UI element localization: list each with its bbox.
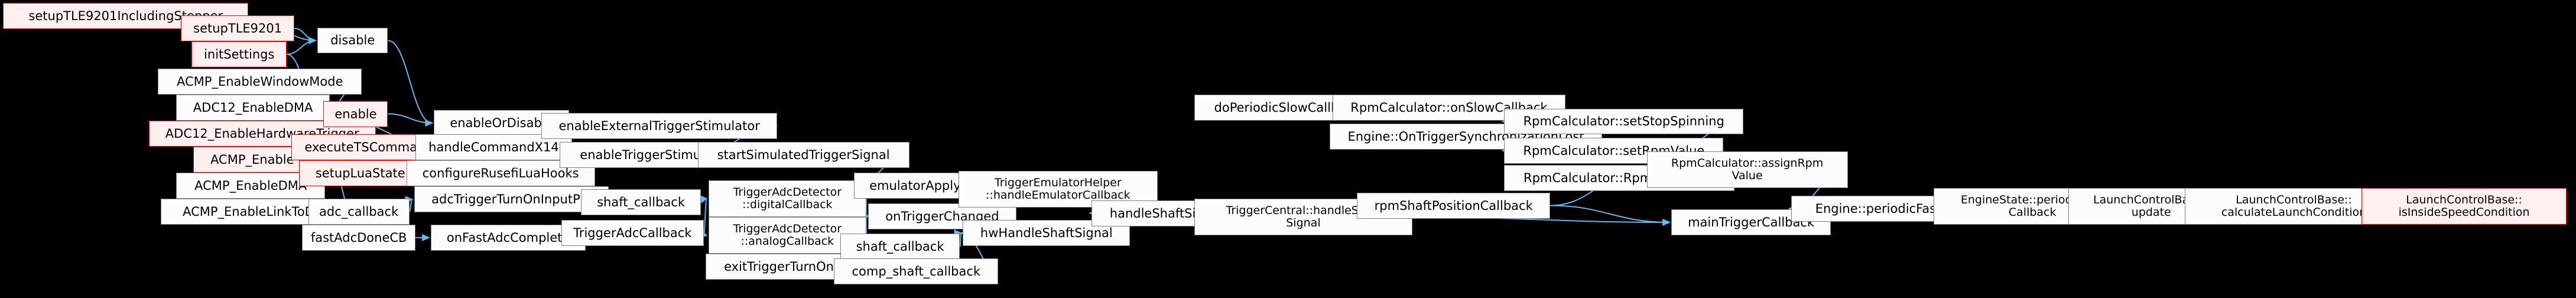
graph-node-label: hwHandleShaftSignal bbox=[980, 226, 1113, 241]
graph-node-acmp-enablewindowmode[interactable]: ACMP_EnableWindowMode bbox=[158, 69, 362, 95]
graph-node-hwhandleshaftsignal[interactable]: hwHandleShaftSignal bbox=[963, 220, 1131, 247]
graph-node-label: setupLuaState bbox=[315, 166, 405, 181]
graph-node-disable[interactable]: disable bbox=[317, 27, 388, 54]
graph-edge-n12-to-n16 bbox=[388, 113, 434, 127]
graph-node-label: ACMP_EnableLinkToDAC bbox=[183, 204, 332, 219]
graph-node-label: adcTriggerTurnOnInputPin bbox=[431, 192, 592, 207]
graph-node-startsimulatedtriggersignal[interactable]: startSimulatedTriggerSignal bbox=[697, 142, 909, 169]
graph-node-label: startSimulatedTriggerSignal bbox=[717, 148, 890, 163]
graph-node-setuptle9201[interactable]: setupTLE9201 bbox=[181, 15, 295, 41]
graph-node-label: setupTLE9201 bbox=[193, 21, 282, 35]
graph-edge-n3-to-n16 bbox=[388, 40, 434, 127]
graph-node-label: initSettings bbox=[204, 47, 275, 61]
graph-node-label: configureRusefiLuaHooks bbox=[422, 166, 579, 181]
graph-node-label: handleCommandX14 bbox=[428, 140, 559, 155]
graph-edge-n10-to-n19 bbox=[405, 196, 414, 212]
graph-edge-n2-to-n3 bbox=[287, 37, 317, 55]
graph-node-adc12-enabledma[interactable]: ADC12_EnableDMA bbox=[176, 95, 330, 121]
graph-node-label: fastAdcDoneCB bbox=[310, 230, 407, 245]
graph-node-label: comp_shaft_callback bbox=[852, 264, 981, 278]
graph-node-label: doPeriodicSlowCallback bbox=[1214, 101, 1360, 115]
graph-node-label: RpmCalculator::onSlowCallback bbox=[1350, 101, 1548, 115]
graph-node-enable[interactable]: enable bbox=[323, 101, 388, 127]
graph-node-rpmcalculator-setstopspinning[interactable]: RpmCalculator::setStopSpinning bbox=[1504, 108, 1744, 135]
graph-edge-n30-to-n33 bbox=[954, 229, 963, 248]
graph-node-label: rpmShaftPositionCallback bbox=[1374, 198, 1533, 213]
graph-node-label: mainTriggerCallback bbox=[1688, 215, 1815, 230]
graph-node-triggeradccallback[interactable]: TriggerAdcCallback bbox=[561, 220, 704, 247]
graph-node-label: TriggerAdcCallback bbox=[573, 226, 692, 241]
graph-node-enableexternaltriggerstimulator[interactable]: enableExternalTriggerStimulator bbox=[541, 113, 778, 140]
graph-node-label: ACMP_EnableWindowMode bbox=[177, 74, 343, 89]
graph-node-label: TriggerEmulatorHelper::handleEmulatorCal… bbox=[986, 176, 1131, 202]
graph-node-label: ACMP_EnableDMA bbox=[194, 178, 307, 193]
graph-edge-n24-to-n26 bbox=[699, 195, 708, 203]
graph-node-comp-shaft-callback[interactable]: comp_shaft_callback bbox=[834, 258, 999, 284]
graph-edge-n20-to-n27 bbox=[699, 232, 708, 239]
graph-node-setupluastate[interactable]: setupLuaState bbox=[298, 160, 422, 187]
graph-node-label: ADC12_EnableDMA bbox=[193, 101, 313, 115]
graph-edge-n20-to-n26 bbox=[699, 195, 708, 234]
graph-node-label: enableTriggerStimulator bbox=[580, 148, 730, 163]
graph-node-label: adc_callback bbox=[319, 204, 399, 219]
graph-node-label: enableExternalTriggerStimulator bbox=[558, 119, 760, 134]
graph-node-shaft-callback[interactable]: shaft_callback bbox=[840, 234, 960, 260]
graph-node-initsettings[interactable]: initSettings bbox=[191, 41, 287, 67]
graph-node-fastadcdonecb[interactable]: fastAdcDoneCB bbox=[302, 224, 416, 251]
graph-node-shaft-callback[interactable]: shaft_callback bbox=[581, 189, 701, 216]
graph-node-label: shaft_callback bbox=[597, 195, 685, 210]
graph-node-label: onTriggerChanged bbox=[885, 209, 999, 224]
graph-node-launchcontrolbase-isinsidespeedcondition[interactable]: LaunchControlBase::isInsideSpeedConditio… bbox=[2361, 187, 2567, 225]
graph-node-onfastadccomplete[interactable]: onFastAdcComplete bbox=[431, 224, 586, 251]
graph-node-label: ACMP_Enable bbox=[210, 153, 294, 167]
graph-node-adc-callback[interactable]: adc_callback bbox=[308, 199, 410, 225]
graph-node-triggeradcdetector-analogcallback[interactable]: TriggerAdcDetector::analogCallback bbox=[708, 217, 866, 254]
graph-node-label: TriggerAdcDetector::analogCallback bbox=[733, 222, 842, 248]
graph-node-label: TriggerAdcDetector::digitalCallback bbox=[733, 185, 842, 211]
graph-node-adctriggerturnoninputpin[interactable]: adcTriggerTurnOnInputPin bbox=[414, 186, 609, 213]
graph-node-label: executeTSCommand bbox=[304, 140, 433, 155]
graph-node-label: LaunchControlBase::update bbox=[2093, 193, 2210, 219]
graph-node-label: enable bbox=[334, 106, 377, 121]
graph-node-rpmshaftpositioncallback[interactable]: rpmShaftPositionCallback bbox=[1357, 192, 1551, 219]
graph-node-label: disable bbox=[330, 33, 375, 48]
graph-node-label: RpmCalculator::setStopSpinning bbox=[1523, 114, 1724, 129]
graph-edge-n1-to-n3 bbox=[294, 27, 317, 44]
graph-node-triggeradcdetector-digitalcallback[interactable]: TriggerAdcDetector::digitalCallback bbox=[708, 180, 866, 217]
graph-node-label: LaunchControlBase::calculateLaunchCondit… bbox=[2221, 193, 2367, 219]
graph-node-label: LaunchControlBase::isInsideSpeedConditio… bbox=[2398, 193, 2530, 219]
graph-node-label: onFastAdcComplete bbox=[446, 230, 570, 245]
graph-node-label: shaft_callback bbox=[856, 239, 944, 254]
graph-edge-n43-to-n44 bbox=[1550, 205, 1671, 226]
graph-node-label: setupTLE9201IncludingStepper bbox=[28, 9, 223, 24]
graph-node-label: enableOrDisable bbox=[450, 116, 553, 131]
